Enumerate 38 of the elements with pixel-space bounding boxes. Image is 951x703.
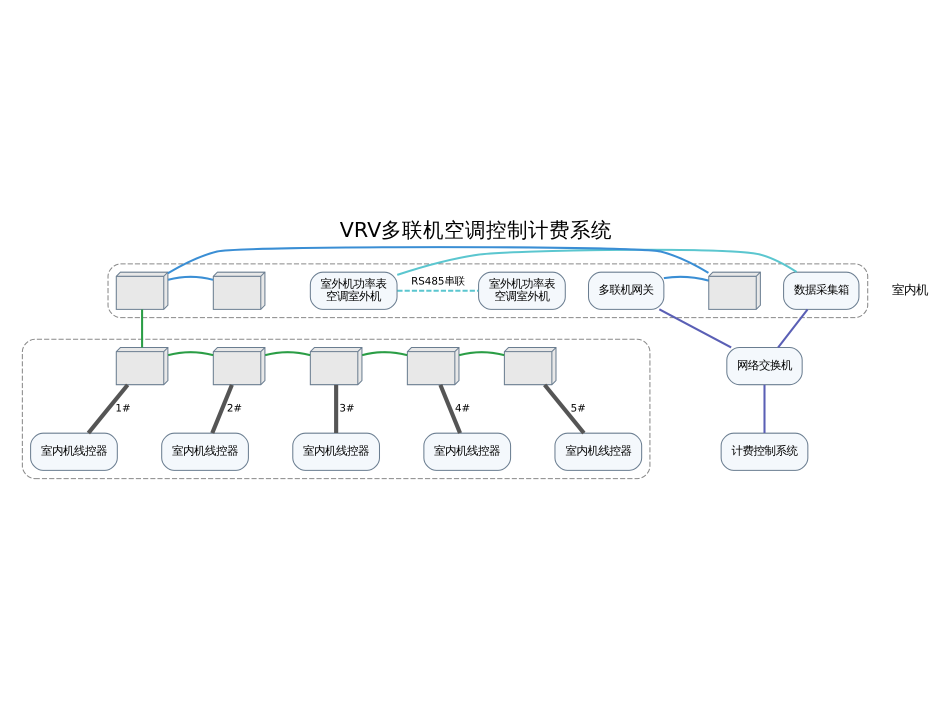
node-box: 室内机线控器 [160, 432, 248, 471]
node-box: 室内机线控器 [422, 432, 511, 471]
cluster [107, 263, 868, 318]
node-box: 室外机功率表 空调室外机 [478, 272, 566, 310]
connector [762, 384, 766, 434]
connector [334, 384, 338, 434]
connector [396, 290, 478, 292]
connector [210, 384, 234, 434]
edge-label: 1# [114, 402, 130, 415]
connector [86, 384, 129, 434]
connector [264, 351, 310, 356]
node-box: 计费控制系统 [720, 432, 808, 471]
edge-label: 2# [226, 402, 242, 415]
node-box: 网络交换机 [726, 347, 802, 386]
connector [396, 248, 797, 276]
edge-label: 5# [570, 402, 586, 415]
node-box: 室外机功率表 空调室外机 [309, 272, 398, 310]
connector [166, 246, 708, 274]
connector [438, 384, 462, 434]
node-box: 数据采集箱 [782, 272, 859, 310]
connector [663, 276, 708, 282]
node-box: 室内机线控器 [554, 432, 642, 471]
label: 室内机 [892, 282, 928, 297]
connector [140, 310, 143, 348]
edge-label: RS485串联 [410, 276, 464, 288]
node-box: 室内机线控器 [30, 432, 118, 471]
connector [168, 351, 213, 356]
connector [168, 276, 213, 281]
node-box: 室内机线控器 [292, 432, 380, 471]
connector [658, 308, 732, 348]
node-box: 多联机网关 [588, 272, 664, 310]
edge-label: 4# [454, 402, 470, 415]
connector [542, 384, 585, 434]
diagram-title: VRV多联机空调控制计费系统 [339, 218, 612, 242]
cluster [21, 338, 650, 480]
connector [362, 351, 407, 356]
edge-label: 3# [338, 402, 354, 415]
connector [458, 351, 504, 356]
